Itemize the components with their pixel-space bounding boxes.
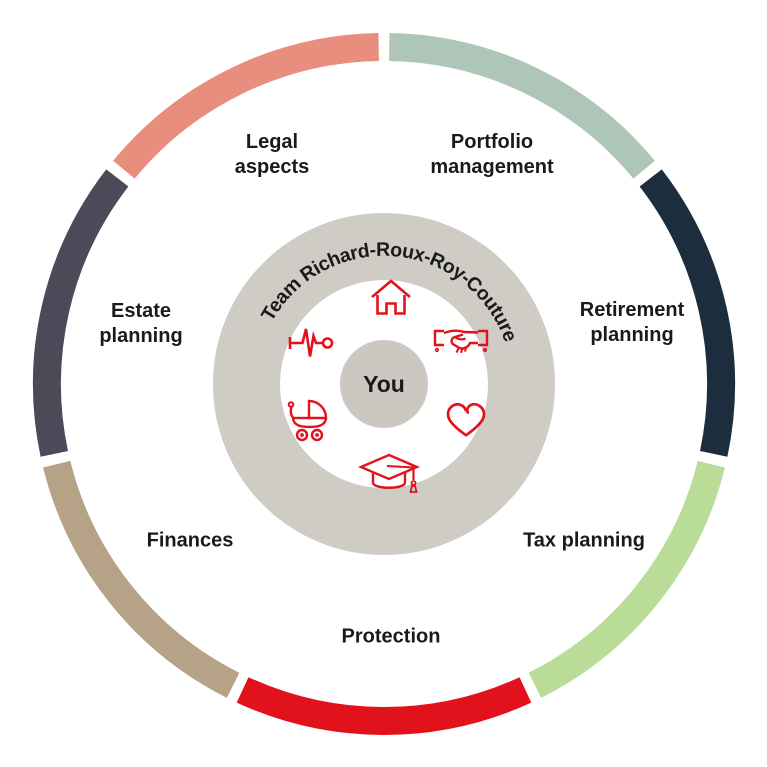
label-retirement-planning: Retirement planning xyxy=(579,299,685,346)
stroller-icon xyxy=(287,399,328,442)
label-estate-planning: Estate planning xyxy=(99,300,183,347)
team-ring xyxy=(213,213,555,555)
segment-arc-protection xyxy=(236,677,532,735)
label-legal-aspects: Legal aspects xyxy=(234,131,310,178)
segment-arc-legal-aspects xyxy=(113,33,379,179)
segment-arc-portfolio-management xyxy=(389,33,655,179)
handshake-icon xyxy=(433,329,489,354)
label-tax-planning: Tax planning xyxy=(523,529,645,552)
segment-arc-finances xyxy=(43,460,240,698)
heartbeat-icon xyxy=(288,328,334,357)
label-protection: Protection xyxy=(341,625,441,648)
segment-arc-estate-planning xyxy=(32,169,129,457)
center-circle xyxy=(340,340,428,428)
label-portfolio-management: Portfolio management xyxy=(430,131,554,178)
graduation-cap-icon xyxy=(357,453,421,493)
segment-arc-retirement-planning xyxy=(639,169,736,457)
house-icon xyxy=(371,279,411,315)
segment-arc-tax-planning xyxy=(528,460,725,698)
label-finances: Finances xyxy=(146,529,234,552)
heart-icon xyxy=(446,402,486,437)
center-label: You xyxy=(363,371,405,397)
